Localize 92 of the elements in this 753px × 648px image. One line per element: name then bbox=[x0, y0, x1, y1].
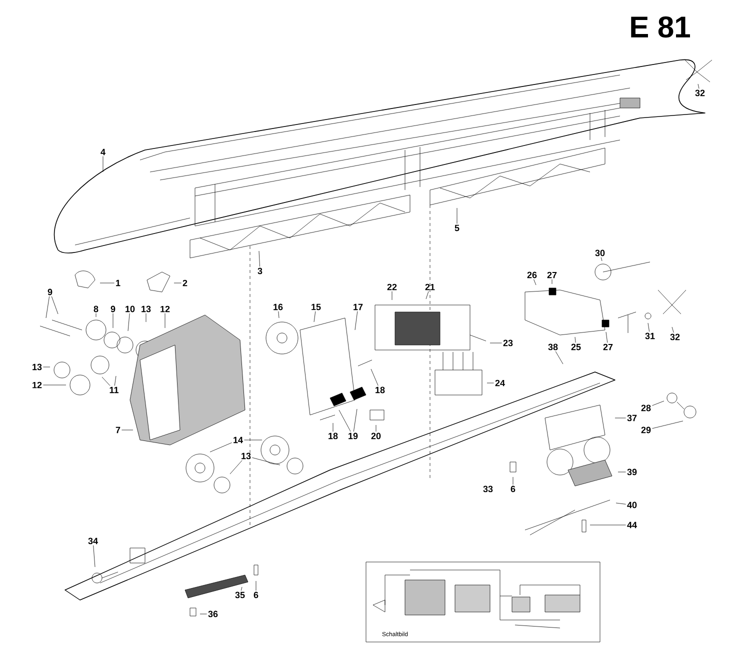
title: E 81 bbox=[631, 16, 690, 38]
leader-line bbox=[555, 351, 564, 364]
callout-number: 24 bbox=[495, 380, 505, 386]
leader-line bbox=[672, 326, 674, 333]
callout-number: 30 bbox=[595, 250, 605, 256]
leader-line bbox=[112, 313, 114, 328]
callout-number: 12 bbox=[32, 382, 42, 388]
callout-number: 13 bbox=[142, 306, 151, 312]
callout-number: 27 bbox=[603, 344, 613, 350]
callout-number: 35 bbox=[235, 592, 245, 598]
leader-line bbox=[100, 282, 114, 284]
leader-line bbox=[698, 84, 700, 89]
leader-line bbox=[128, 313, 130, 332]
callout-number: 12 bbox=[160, 306, 170, 312]
callout-number: 1 bbox=[116, 280, 120, 286]
callout-number: 11 bbox=[110, 386, 118, 394]
leader-line bbox=[534, 279, 536, 286]
callout-number: 32 bbox=[695, 90, 705, 96]
leader-line bbox=[486, 382, 494, 384]
callout-number: 38 bbox=[548, 344, 558, 350]
callout-number: 14 bbox=[234, 436, 243, 444]
callout-number: 27 bbox=[547, 272, 557, 278]
callout-number: 25 bbox=[571, 344, 581, 350]
callout-number: 37 bbox=[627, 414, 637, 422]
callout-number: 40 bbox=[627, 502, 637, 508]
leader-line bbox=[240, 586, 242, 591]
callout-number: 13 bbox=[32, 364, 42, 370]
callout-number: 23 bbox=[503, 340, 513, 346]
callout-number: 26 bbox=[527, 272, 537, 278]
leader-line bbox=[258, 250, 260, 267]
leader-line bbox=[230, 460, 242, 474]
leader-line bbox=[490, 342, 502, 344]
callout-number: 32 bbox=[670, 334, 680, 340]
leader-line bbox=[600, 257, 602, 262]
leader-line bbox=[314, 311, 316, 322]
leader-line bbox=[43, 366, 50, 368]
leader-line bbox=[43, 384, 66, 386]
callout-number: 31 bbox=[645, 332, 655, 340]
callout-number: 36 bbox=[208, 610, 218, 618]
callout-number: 39 bbox=[627, 468, 637, 476]
leader-line bbox=[354, 311, 358, 330]
callout-number: 16 bbox=[274, 304, 283, 310]
callout-number: 2 bbox=[182, 280, 188, 286]
leader-line bbox=[652, 400, 664, 406]
callout-number: 34 bbox=[88, 538, 98, 544]
leader-line bbox=[652, 420, 684, 429]
callout-number: 29 bbox=[641, 426, 651, 434]
leader-line bbox=[174, 282, 182, 284]
callout-number: 5 bbox=[454, 224, 460, 232]
callout-number: 8 bbox=[94, 306, 98, 312]
leader-line bbox=[51, 296, 58, 314]
callout-number: 13 bbox=[242, 452, 251, 460]
leader-line bbox=[606, 332, 608, 343]
callout-number: 17 bbox=[354, 304, 363, 310]
callout-number: 28 bbox=[641, 404, 651, 412]
leader-line bbox=[338, 410, 351, 432]
callout-number: 9 bbox=[110, 306, 116, 312]
callout-number: 3 bbox=[258, 268, 262, 274]
callout-number: 15 bbox=[312, 304, 321, 310]
leader-line bbox=[46, 296, 50, 318]
leader-line bbox=[93, 545, 96, 568]
callout-number: 21 bbox=[425, 284, 435, 290]
leader-line bbox=[512, 476, 514, 485]
leader-line bbox=[278, 311, 280, 318]
leader-line bbox=[164, 313, 166, 328]
leader-line bbox=[210, 442, 232, 452]
leader-line bbox=[102, 376, 110, 386]
leader-line bbox=[114, 376, 116, 386]
leader-line bbox=[648, 322, 650, 332]
callout-number: 10 bbox=[126, 306, 135, 312]
callout-number: 18 bbox=[376, 386, 385, 394]
callout-number: 44 bbox=[627, 522, 637, 528]
leader-line bbox=[590, 524, 626, 526]
leader-line bbox=[574, 336, 576, 343]
callout-number: 4 bbox=[100, 148, 106, 156]
leader-line bbox=[102, 156, 104, 172]
leader-line bbox=[353, 408, 358, 432]
callout-number: 22 bbox=[387, 284, 397, 290]
callout-number: 6 bbox=[254, 592, 258, 598]
callout-number: 19 bbox=[348, 432, 358, 440]
callout-number: 9 bbox=[48, 288, 52, 296]
leader-line bbox=[616, 502, 626, 504]
callout-number: 20 bbox=[371, 432, 381, 440]
callout-number: 7 bbox=[116, 426, 120, 434]
leader-line bbox=[332, 422, 334, 432]
leader-line bbox=[456, 208, 458, 224]
callout-number: 18 bbox=[328, 432, 338, 440]
callout-number: 33 bbox=[483, 486, 493, 492]
callout-number: 6 bbox=[510, 486, 516, 492]
leader-line bbox=[426, 291, 429, 300]
leader-line bbox=[252, 457, 280, 466]
leader-line bbox=[370, 368, 378, 386]
